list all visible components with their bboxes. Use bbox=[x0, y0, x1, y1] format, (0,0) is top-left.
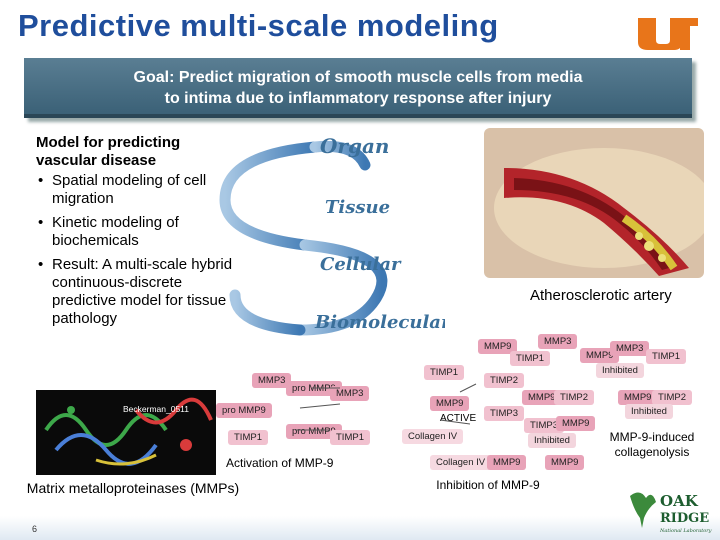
timp1-bubble: TIMP1 bbox=[510, 351, 550, 366]
cycle-arrows bbox=[219, 140, 388, 336]
mmp-label: Matrix metalloproteinases (MMPs) bbox=[26, 480, 240, 496]
oak-text: OAK bbox=[660, 492, 699, 510]
active-label: ACTIVE bbox=[440, 413, 477, 424]
interaction-arrows bbox=[295, 383, 477, 431]
timp3-bubble: TIMP3 bbox=[484, 406, 524, 421]
bullet-spatial: Spatial modeling of cell migration bbox=[36, 172, 236, 208]
model-heading-1: Model for predicting bbox=[36, 134, 181, 151]
bullet-kinetic: Kinetic modeling of biochemicals bbox=[36, 214, 236, 250]
mmp9-bubble: MMP9 bbox=[430, 396, 470, 411]
mmp3-bubble: MMP3 bbox=[538, 334, 578, 349]
inhibited-label: Inhibited bbox=[625, 404, 673, 419]
model-description: Model for predicting vascular disease Sp… bbox=[36, 134, 236, 328]
collagen-bubble: Collagen IV bbox=[402, 429, 464, 444]
timp1-bubble: TIMP1 bbox=[646, 349, 686, 364]
goal-line-1: Goal: Predict migration of smooth muscle… bbox=[133, 69, 583, 86]
mmp9-bubble: MMP9 bbox=[556, 416, 596, 431]
national-lab-text: National Laboratory bbox=[659, 528, 712, 534]
protein-label: Beckerman_0511 bbox=[123, 404, 189, 414]
mmp9-bubble: MMP9 bbox=[522, 390, 562, 405]
page-number: 6 bbox=[32, 524, 38, 534]
inhibition-label: Inhibition of MMP-9 bbox=[436, 478, 540, 492]
timp1-bubble: TIMP1 bbox=[424, 365, 464, 380]
collagenolysis-label: MMP-9-induced collagenolysis bbox=[609, 430, 695, 459]
mmp9-bubble: MMP9 bbox=[618, 390, 658, 405]
model-heading-2: vascular disease bbox=[36, 152, 157, 169]
ut-logo bbox=[638, 18, 698, 50]
timp1-bubble: TIMP1 bbox=[330, 430, 370, 445]
activation-label: Activation of MMP-9 bbox=[226, 456, 334, 470]
scale-cellular: Cellular bbox=[320, 254, 402, 275]
timp3-bubble: TIMP3 bbox=[524, 418, 564, 433]
inhibited-label: Inhibited bbox=[596, 363, 644, 378]
oak-ridge-logo: OAK RIDGE National Laboratory bbox=[630, 492, 712, 534]
timp2-bubble: TIMP2 bbox=[652, 390, 692, 405]
scale-cycle-diagram: Organ Tissue Cellular Biomolecular bbox=[219, 134, 445, 336]
bullet-list: Spatial modeling of cell migration Kinet… bbox=[36, 172, 236, 328]
artery-label: Atherosclerotic artery bbox=[530, 287, 672, 304]
slide-title: Predictive multi-scale modeling bbox=[18, 8, 499, 43]
mmp9-bubble: MMP9 bbox=[478, 339, 518, 354]
mmp3-bubble: MMP3 bbox=[330, 386, 370, 401]
mmp9-bubble: MMP9 bbox=[580, 348, 620, 363]
mmp3-bubble: MMP3 bbox=[610, 341, 650, 356]
goal-banner: Goal: Predict migration of smooth muscle… bbox=[24, 58, 692, 118]
mmp3-bubble: MMP3 bbox=[252, 373, 292, 388]
goal-line-2: to intima due to inflammatory response a… bbox=[164, 90, 552, 107]
scale-biomolecular: Biomolecular bbox=[314, 312, 445, 333]
scale-tissue: Tissue bbox=[325, 197, 390, 218]
bullet-result: Result: A multi-scale hybrid continuous-… bbox=[36, 256, 236, 328]
pro-mmp9-bubble: pro MMP9 bbox=[286, 424, 342, 439]
inhibited-label: Inhibited bbox=[528, 433, 576, 448]
scale-organ: Organ bbox=[320, 134, 389, 158]
timp2-bubble: TIMP2 bbox=[484, 373, 524, 388]
timp1-bubble: TIMP1 bbox=[228, 430, 268, 445]
mmp9-bubble: MMP9 bbox=[545, 455, 585, 470]
protein-structure-image bbox=[36, 390, 216, 475]
timp2-bubble: TIMP2 bbox=[554, 390, 594, 405]
collagen-bubble: Collagen IV bbox=[430, 455, 492, 470]
artery-image bbox=[484, 128, 704, 278]
ridge-text: RIDGE bbox=[660, 511, 709, 526]
footer-band bbox=[0, 516, 720, 540]
mmp9-bubble: MMP9 bbox=[487, 455, 527, 470]
pro-mmp9-bubble: pro MMP9 bbox=[216, 403, 272, 418]
